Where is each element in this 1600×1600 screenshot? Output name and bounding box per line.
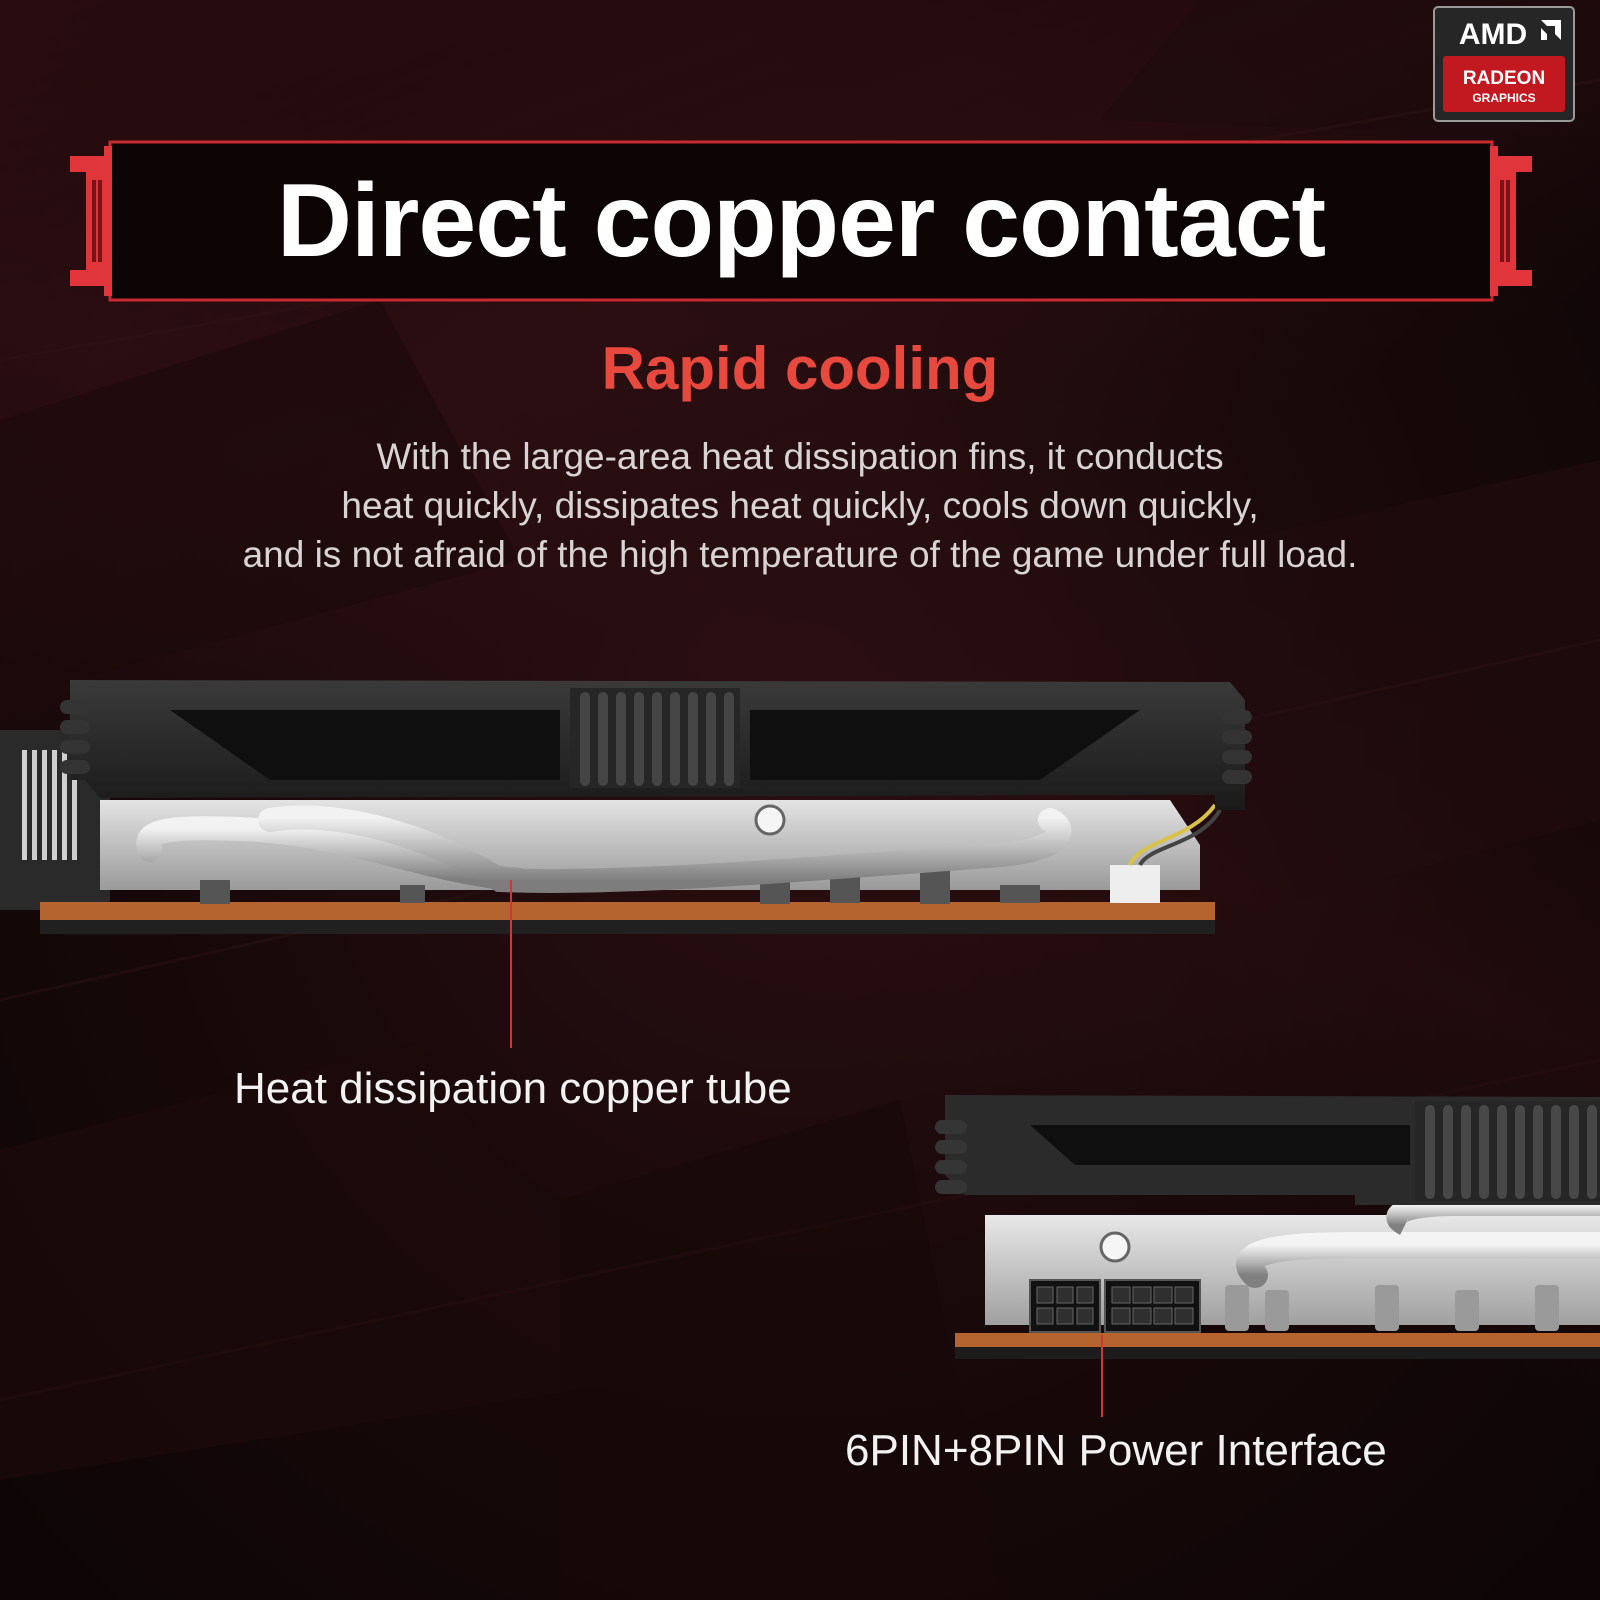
callout-line-power-interface	[1101, 1335, 1103, 1417]
callout-label-copper-tube: Heat dissipation copper tube	[234, 1064, 792, 1113]
callout-label-power-interface: 6PIN+8PIN Power Interface	[845, 1426, 1387, 1475]
svg-text:GRAPHICS: GRAPHICS	[1472, 91, 1535, 105]
page-title: Direct copper contact	[276, 162, 1326, 279]
svg-text:AMD: AMD	[1459, 18, 1527, 51]
svg-text:RADEON: RADEON	[1463, 68, 1545, 89]
amd-radeon-logo: AMD RADEON GRAPHICS	[1433, 6, 1575, 122]
description-line: With the large-area heat dissipation fin…	[376, 436, 1224, 477]
description-line: and is not afraid of the high temperatur…	[242, 534, 1358, 575]
page-subtitle: Rapid cooling	[601, 335, 999, 402]
graphics-card-power-view	[935, 1095, 1600, 1359]
description-line: heat quickly, dissipates heat quickly, c…	[341, 485, 1259, 526]
callout-line-copper-tube	[510, 880, 512, 1048]
title-frame	[70, 140, 1532, 302]
feature-description: With the large-area heat dissipation fin…	[0, 432, 1600, 579]
graphics-card-side-view	[0, 680, 1252, 934]
